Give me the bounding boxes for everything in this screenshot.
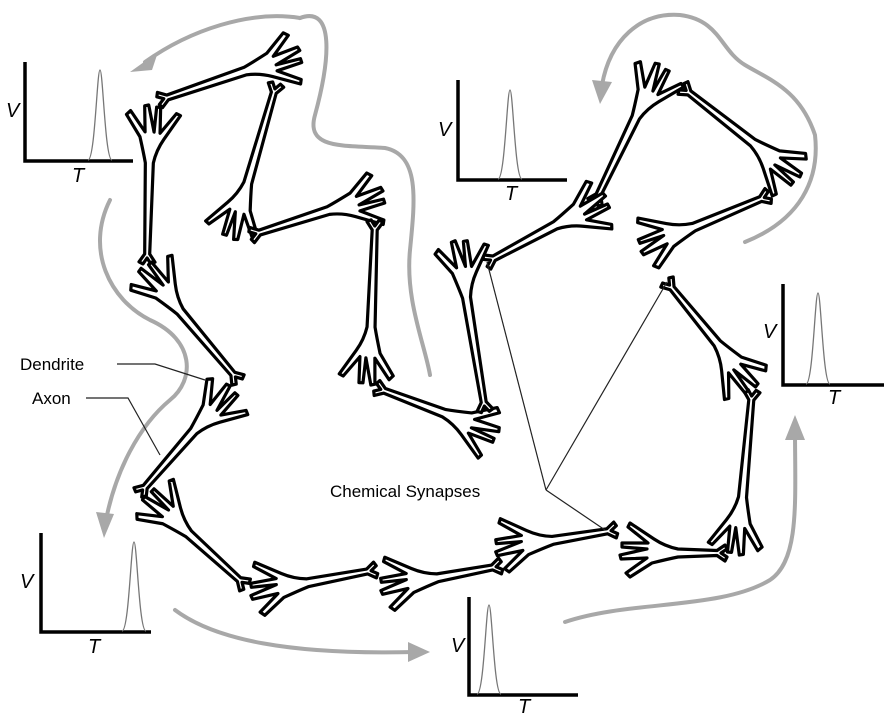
- neuron-body: [129, 253, 246, 387]
- plot-axes: [39, 533, 151, 634]
- neuron: [659, 275, 768, 402]
- plot-axes: [781, 284, 884, 387]
- neuron: [124, 103, 183, 266]
- chemical-synapses-label: Chemical Synapses: [330, 482, 480, 501]
- neuron: [618, 521, 729, 579]
- neuron: [706, 388, 764, 557]
- neuron: [676, 80, 808, 198]
- flow-arrowhead: [785, 415, 805, 440]
- neuron-body: [636, 187, 773, 270]
- flow-arrow-right: [563, 428, 798, 624]
- neuron: [586, 60, 686, 208]
- spike-trace: [497, 89, 523, 180]
- neuron: [433, 239, 495, 415]
- x-axis-label: T: [518, 696, 532, 715]
- neuron-chain: [124, 31, 808, 617]
- neuron: [204, 80, 286, 242]
- neuron-body: [372, 378, 502, 460]
- neuron-body: [249, 560, 380, 617]
- flow-arrow-left: [98, 198, 189, 527]
- vt-plot-top-left: V T: [6, 62, 133, 187]
- flow-arrow-top-left: [298, 14, 432, 377]
- x-axis-label: T: [72, 165, 86, 187]
- flow-arrow-top-right: [600, 12, 818, 244]
- dendrite-label: Dendrite: [20, 355, 84, 374]
- signal-flow-arrows: [96, 12, 818, 662]
- neuron-body: [433, 239, 495, 415]
- vt-plot-top-center: V T: [438, 80, 567, 205]
- y-axis-label: V: [20, 571, 35, 593]
- neuron: [481, 179, 614, 271]
- vt-plot-right: V T: [763, 284, 884, 409]
- x-axis-label: T: [505, 183, 519, 205]
- y-axis-label: V: [6, 100, 21, 122]
- y-axis-label: V: [451, 635, 466, 657]
- x-axis-label: T: [828, 387, 842, 409]
- x-axis-label: T: [88, 636, 102, 658]
- neuron-body: [132, 377, 250, 500]
- neuron-body: [659, 275, 768, 402]
- synapse-leader-lines: [86, 261, 668, 531]
- spike-trace: [87, 69, 113, 161]
- axon-leader-line: [86, 397, 161, 456]
- neuron: [636, 187, 773, 270]
- neuron: [372, 378, 502, 460]
- spike-trace: [805, 292, 831, 385]
- neuron-body: [706, 388, 764, 557]
- neuron-body: [481, 179, 614, 271]
- neuron-body: [155, 31, 304, 110]
- synapse-line: [486, 261, 547, 491]
- neuron: [494, 517, 620, 574]
- neuron: [155, 31, 304, 110]
- neuron: [132, 377, 250, 500]
- vt-plot-bottom-left: V T: [20, 533, 151, 658]
- neuron: [247, 171, 387, 245]
- neuron: [379, 555, 505, 612]
- spike-trace: [121, 541, 147, 632]
- synapse-line: [545, 281, 668, 491]
- flow-arrowhead: [130, 52, 158, 72]
- synapse-line: [545, 489, 606, 531]
- neuron-body: [586, 60, 686, 208]
- neuron-body: [379, 555, 505, 612]
- plot-axes: [456, 80, 567, 182]
- plot-axes: [23, 62, 133, 163]
- neuron-body: [204, 80, 286, 242]
- neuron: [337, 218, 395, 387]
- flow-arrowhead: [408, 642, 430, 662]
- neuron: [129, 253, 246, 387]
- neuron: [135, 477, 252, 593]
- flow-arrow-top-left-start: [143, 14, 302, 64]
- vt-plot-bottom-center: V T: [451, 597, 578, 715]
- y-axis-label: V: [763, 321, 778, 343]
- spike-trace: [476, 604, 502, 695]
- neuron-body: [135, 477, 252, 593]
- neuron-body: [494, 517, 620, 574]
- flow-arrowhead: [592, 80, 612, 104]
- neuron-body: [676, 80, 808, 198]
- neuron-body: [618, 521, 729, 579]
- neuron-body: [337, 218, 395, 387]
- y-axis-label: V: [438, 119, 453, 141]
- flow-arrow-bottom: [173, 608, 417, 655]
- neuron-body: [124, 103, 183, 266]
- dendrite-leader-line: [117, 363, 206, 381]
- axon-label: Axon: [32, 389, 71, 408]
- neuron-body: [247, 171, 387, 245]
- plot-axes: [467, 597, 578, 697]
- flow-arrowhead: [96, 512, 114, 538]
- neuron: [249, 560, 380, 617]
